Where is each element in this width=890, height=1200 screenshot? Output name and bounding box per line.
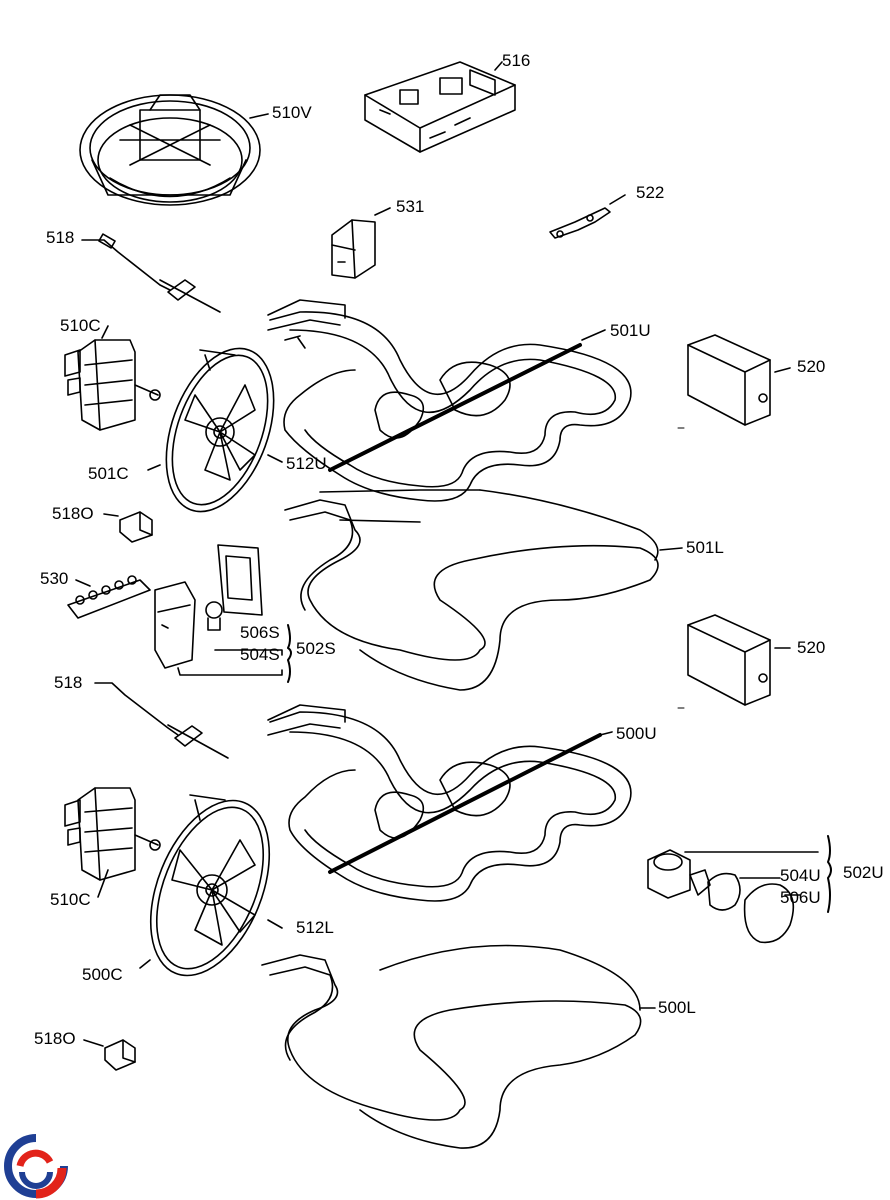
part-522-connector: [549, 194, 626, 239]
label-518-lower: 518: [54, 673, 83, 692]
label-518o-upper: 518O: [52, 504, 94, 523]
label-502s: 502S: [296, 639, 336, 658]
part-518-sensor-lower: [94, 682, 229, 759]
part-510v-fan-motor: [79, 94, 269, 206]
part-500l-bottom-element: [261, 944, 656, 1149]
part-531-module: [331, 207, 391, 279]
label-531: 531: [396, 197, 425, 216]
label-501c: 501C: [88, 464, 129, 483]
part-512l-fan-guard: [139, 794, 283, 977]
part-518-sensor-upper: [81, 233, 221, 313]
label-530: 530: [40, 569, 69, 588]
part-501l-bottom-element: [284, 489, 683, 691]
label-518o-lower: 518O: [34, 1029, 76, 1048]
label-510v: 510V: [272, 103, 312, 122]
part-502s-lamp-assembly: [154, 544, 292, 683]
label-500c: 500C: [82, 965, 123, 984]
part-518o-thermostat-lower: [83, 1039, 136, 1071]
label-522: 522: [636, 183, 665, 202]
part-510c-motor-lower: [64, 787, 161, 898]
brand-swirl-logo-icon: [4, 1134, 68, 1199]
label-501u: 501U: [610, 321, 651, 340]
label-512u: 512U: [286, 454, 327, 473]
label-520-lower: 520: [797, 638, 826, 657]
part-530-terminal-block: [67, 575, 151, 619]
label-501l: 501L: [686, 538, 724, 557]
label-504u: 504U: [780, 866, 821, 885]
part-502u-lamp-assembly: [647, 835, 832, 944]
part-510c-motor-upper: [64, 325, 161, 431]
label-504s: 504S: [240, 645, 280, 664]
label-506u: 506U: [780, 888, 821, 907]
part-500u-grill-element: [267, 704, 632, 902]
label-506s: 506S: [240, 623, 280, 642]
label-520-upper: 520: [797, 357, 826, 376]
label-502u: 502U: [843, 863, 884, 882]
part-520-relay-upper: [687, 334, 791, 426]
label-512l: 512L: [296, 918, 334, 937]
part-516-control-board: [364, 61, 516, 153]
part-512u-fan-guard: [147, 347, 283, 513]
label-500l: 500L: [658, 998, 696, 1017]
part-518o-thermostat-upper: [103, 511, 153, 543]
label-500u: 500U: [616, 724, 657, 743]
label-518-upper: 518: [46, 228, 75, 247]
label-516: 516: [502, 51, 531, 70]
part-520-relay-lower: [677, 614, 791, 709]
label-510c-upper: 510C: [60, 316, 101, 335]
part-501u-grill-element: [267, 299, 685, 502]
label-510c-lower: 510C: [50, 890, 91, 909]
